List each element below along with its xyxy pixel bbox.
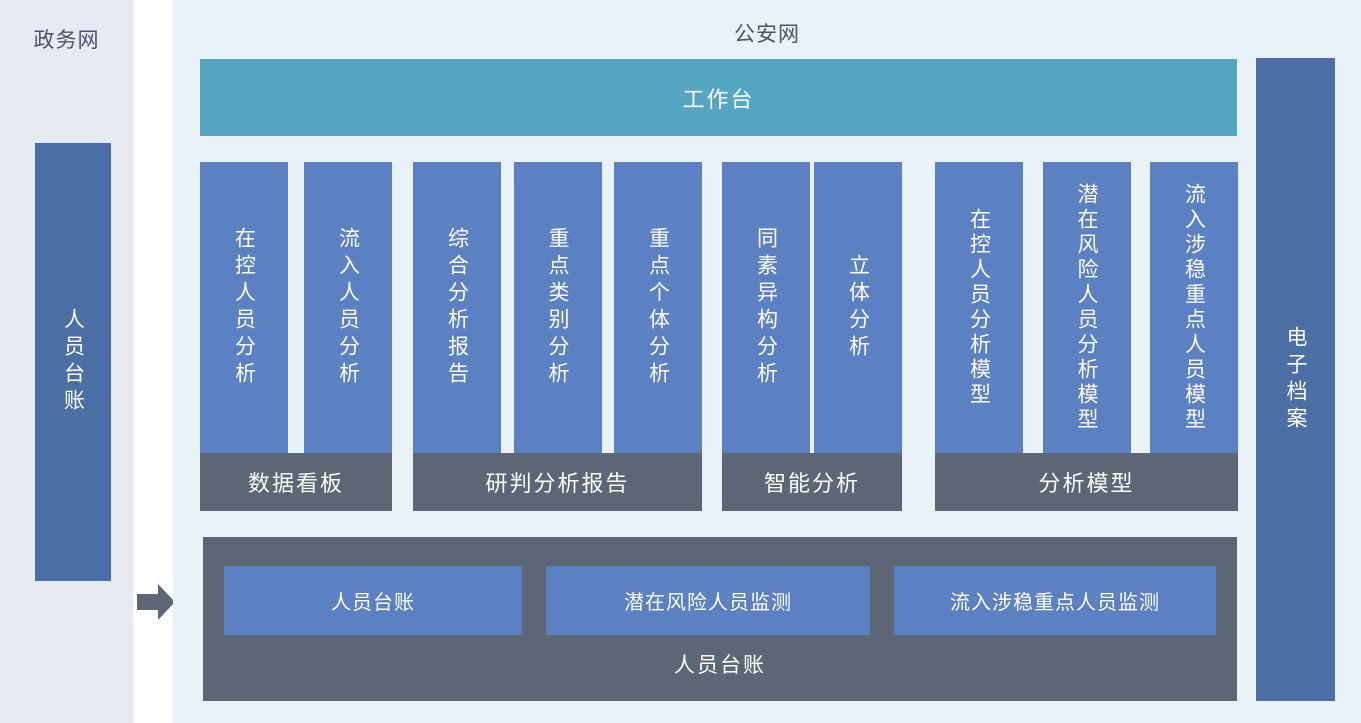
group-footer-label: 分析模型 [1038,471,1135,496]
module-controlled-person-model: 在控人员分析模型 [935,162,1023,453]
module-inflow-key-person-model: 流入涉稳重点人员模型 [1150,162,1238,453]
button-inflow-key-person-monitoring: 流入涉稳重点人员监测 [894,566,1216,635]
module-label: 重点类别分析 [546,226,569,389]
gov-personnel-ledger-bar: 人员台账 [35,143,111,581]
gov-personnel-ledger-label: 人员台账 [61,308,85,416]
group-columns: 在控人员分析模型 潜在风险人员分析模型 流入涉稳重点人员模型 [935,162,1238,453]
module-label: 综合分析报告 [445,226,469,389]
group-analysis-reports: 综合分析报告 重点类别分析 重点个体分析 研判分析报告 [413,162,702,511]
electronic-archive-label: 电子档案 [1284,325,1307,434]
group-intelligent-analysis: 同素异构分析 立体分析 智能分析 [722,162,902,511]
button-label: 人员台账 [331,592,415,614]
module-label: 潜在风险人员分析模型 [1075,182,1098,433]
group-columns: 同素异构分析 立体分析 [722,162,902,453]
flow-arrow-icon [137,582,175,622]
workbench-label: 工作台 [682,86,755,112]
group-analysis-models: 在控人员分析模型 潜在风险人员分析模型 流入涉稳重点人员模型 分析模型 [935,162,1238,511]
module-key-individual-analysis: 重点个体分析 [614,162,702,453]
ledger-button-row: 人员台账 潜在风险人员监测 流入涉稳重点人员监测 [203,566,1237,635]
module-stereo-analysis: 立体分析 [814,162,902,453]
module-label: 流入人员分析 [336,226,360,389]
module-label: 重点个体分析 [646,226,670,389]
gov-network-title: 政务网 [33,29,100,52]
module-controlled-person-analysis: 在控人员分析 [200,162,288,453]
group-footer-data-dashboard: 数据看板 [200,453,392,511]
module-potential-risk-model: 潜在风险人员分析模型 [1042,162,1131,453]
police-network-title: 公安网 [734,23,800,46]
ledger-box-label: 人员台账 [674,654,766,677]
electronic-archive-bar: 电子档案 [1256,58,1335,701]
gov-network-panel: 政务网 人员台账 [0,0,133,723]
module-label: 在控人员分析模型 [967,207,991,408]
button-personnel-ledger: 人员台账 [224,566,522,635]
group-columns: 在控人员分析 流入人员分析 [200,162,392,453]
workbench-bar: 工作台 [200,59,1237,136]
button-potential-risk-monitoring: 潜在风险人员监测 [546,566,870,635]
module-label: 立体分析 [846,253,870,362]
module-isomer-analysis: 同素异构分析 [722,162,810,453]
personnel-ledger-box: 人员台账 潜在风险人员监测 流入涉稳重点人员监测 人员台账 [203,537,1237,701]
group-footer-label: 研判分析报告 [485,471,630,496]
module-inflow-person-analysis: 流入人员分析 [304,162,392,453]
module-groups: 在控人员分析 流入人员分析 数据看板 综合分析报告 重点类别 [200,162,1238,511]
module-label: 同素异构分析 [754,226,778,389]
group-footer-label: 智能分析 [763,471,860,496]
module-key-category-analysis: 重点类别分析 [513,162,602,453]
module-label: 流入涉稳重点人员模型 [1182,182,1206,433]
group-footer-analysis-models: 分析模型 [935,453,1238,511]
group-footer-analysis-reports: 研判分析报告 [413,453,702,511]
group-columns: 综合分析报告 重点类别分析 重点个体分析 [413,162,702,453]
police-network-panel: 公安网 工作台 在控人员分析 流入人员分析 数据看板 [173,0,1361,723]
group-footer-label: 数据看板 [247,471,344,496]
button-label: 潜在风险人员监测 [624,592,792,614]
module-comprehensive-report: 综合分析报告 [413,162,501,453]
group-data-dashboard: 在控人员分析 流入人员分析 数据看板 [200,162,392,511]
group-footer-intelligent-analysis: 智能分析 [722,453,902,511]
button-label: 流入涉稳重点人员监测 [950,592,1160,614]
module-label: 在控人员分析 [232,226,256,389]
